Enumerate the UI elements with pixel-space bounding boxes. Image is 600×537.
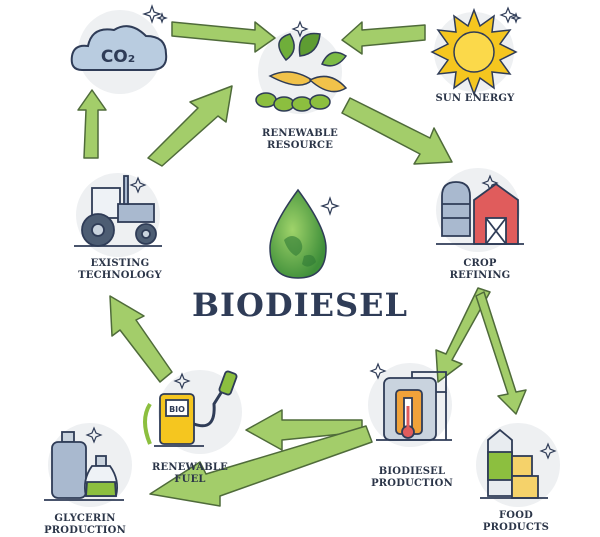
label-existing-technology-line2: TECHNOLOGY — [78, 270, 162, 281]
label-crop-refining-line2: REFINING — [449, 270, 511, 281]
arrow-technology-to-co2 — [77, 89, 107, 159]
label-glycerin-production-line1: GLYCERIN — [54, 513, 116, 524]
label-existing-technology: EXISTING TECHNOLOGY — [70, 258, 170, 282]
sun-icon — [430, 7, 518, 97]
label-sun-energy-line1: SUN ENERGY — [435, 93, 515, 104]
label-renewable-resource-line2: RESOURCE — [266, 140, 334, 151]
label-renewable-fuel-line2: FUEL — [174, 474, 206, 485]
arrow-crop-to-production — [435, 287, 491, 383]
biodiesel-drop-icon — [269, 188, 327, 279]
crop-refining-icon — [436, 181, 524, 245]
label-food-products: FOOD PRODUCTS — [470, 510, 562, 534]
label-biodiesel-production-line1: BIODIESEL — [378, 466, 446, 477]
label-renewable-resource-line1: RENEWABLE — [262, 128, 338, 139]
arrow-co2-to-resource — [171, 21, 276, 53]
label-biodiesel-production: BIODIESEL PRODUCTION — [362, 466, 462, 490]
cycle-arrows — [77, 21, 527, 507]
sparkle-icons — [85, 4, 557, 460]
label-renewable-resource: RENEWABLE RESOURCE — [250, 128, 350, 152]
label-existing-technology-line1: EXISTING — [90, 258, 150, 269]
label-crop-refining-line1: CROP — [463, 258, 497, 269]
arrow-production-to-fuel — [245, 409, 363, 451]
co2-label: CO₂ — [101, 47, 135, 67]
arrow-production-to-glycerin — [149, 425, 373, 507]
glycerin-bottles-icon — [44, 431, 124, 501]
label-glycerin-production-line2: PRODUCTION — [44, 525, 126, 536]
label-renewable-fuel: RENEWABLE FUEL — [140, 462, 240, 486]
fuel-pump-icon: BIO — [143, 370, 238, 447]
tractor-icon — [74, 175, 162, 247]
arrow-crop-to-food — [475, 291, 527, 415]
diagram-title: BIODIESEL — [192, 286, 408, 324]
label-biodiesel-production-line2: PRODUCTION — [371, 478, 453, 489]
biodiesel-production-icon — [376, 371, 452, 441]
arrow-fuel-to-technology — [109, 295, 173, 383]
label-crop-refining: CROP REFINING — [430, 258, 530, 282]
label-food-products-line2: PRODUCTS — [482, 522, 550, 533]
co2-cloud-icon: CO₂ — [70, 25, 168, 71]
food-products-icon — [480, 428, 548, 499]
label-glycerin-production: GLYCERIN PRODUCTION — [30, 513, 140, 537]
renewable-resource-icon — [255, 32, 348, 112]
arrow-resource-to-crop — [341, 97, 453, 165]
arrow-technology-to-resource — [147, 85, 233, 167]
label-food-products-line1: FOOD — [499, 510, 533, 521]
arrow-sun-to-resource — [341, 21, 426, 55]
label-sun-energy: SUN ENERGY — [420, 93, 530, 105]
label-renewable-fuel-line1: RENEWABLE — [152, 462, 228, 473]
bio-badge-text: BIO — [169, 405, 185, 414]
